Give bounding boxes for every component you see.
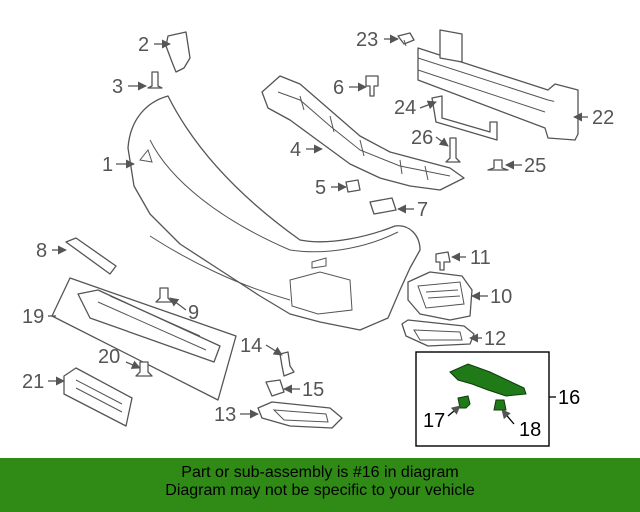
- footer-line-1: Part or sub-assembly is #16 in diagram: [181, 464, 459, 481]
- callout-24: 24: [394, 97, 416, 119]
- reinforcement-beam: [417, 29, 579, 141]
- parts-diagram: 1 2 3 4 5 6 7 8 9 10 11 12 13 14 15 16 1…: [22, 29, 614, 447]
- highlight-box: [415, 351, 550, 447]
- license-bracket-panel: [51, 277, 237, 401]
- bezel-12: [401, 319, 475, 347]
- bracket-2: [165, 31, 191, 73]
- callout-6: 6: [333, 77, 344, 99]
- callout-25: 25: [524, 155, 546, 177]
- callout-13: 13: [214, 404, 236, 426]
- footer-line-2: Diagram may not be specific to your vehi…: [165, 482, 475, 499]
- clip-15: [265, 379, 285, 397]
- bolt-23: [397, 32, 415, 47]
- callout-5: 5: [315, 177, 326, 199]
- clip-25: [487, 159, 509, 171]
- highlighted-fastener-18: [493, 399, 507, 411]
- callout-2: 2: [138, 34, 149, 56]
- bumper-cover: [127, 95, 421, 331]
- callout-23: 23: [356, 29, 378, 51]
- leader-lines: [48, 34, 588, 425]
- callout-21: 21: [22, 371, 44, 393]
- screw-3: [147, 71, 163, 89]
- callout-3: 3: [112, 76, 123, 98]
- callout-9: 9: [188, 302, 199, 324]
- highlighted-bracket-16: [449, 363, 527, 397]
- callout-16: 16: [558, 387, 580, 409]
- callout-1: 1: [102, 154, 113, 176]
- clip-6: [365, 75, 379, 97]
- callout-18: 18: [519, 419, 541, 441]
- cover-7: [369, 197, 397, 215]
- clip-9: [155, 287, 173, 303]
- callout-15: 15: [302, 379, 324, 401]
- callout-11: 11: [470, 247, 491, 269]
- callout-7: 7: [417, 199, 428, 221]
- clip-11: [435, 251, 451, 271]
- callout-17: 17: [423, 410, 445, 432]
- callout-labels: 1 2 3 4 5 6 7 8 9 10 11 12 13 14 15 16 1…: [22, 29, 614, 441]
- callout-20: 20: [98, 346, 120, 368]
- callout-8: 8: [36, 240, 47, 262]
- callout-14: 14: [240, 335, 262, 357]
- callout-10: 10: [490, 286, 512, 308]
- license-plate: [63, 367, 133, 427]
- callout-26: 26: [411, 127, 433, 149]
- bezel-13: [257, 401, 343, 429]
- bracket-24: [431, 95, 498, 141]
- energy-absorber: [261, 75, 465, 191]
- fog-lamp-grille: [407, 271, 473, 321]
- bolt-14: [279, 351, 295, 377]
- footer-banner: Part or sub-assembly is #16 in diagram D…: [0, 458, 640, 512]
- strip-8: [65, 237, 117, 275]
- callout-12: 12: [484, 328, 506, 350]
- callout-22: 22: [592, 107, 614, 129]
- callout-4: 4: [290, 139, 301, 161]
- screw-5: [345, 179, 361, 193]
- callout-19: 19: [22, 306, 44, 328]
- bolt-26: [445, 137, 461, 163]
